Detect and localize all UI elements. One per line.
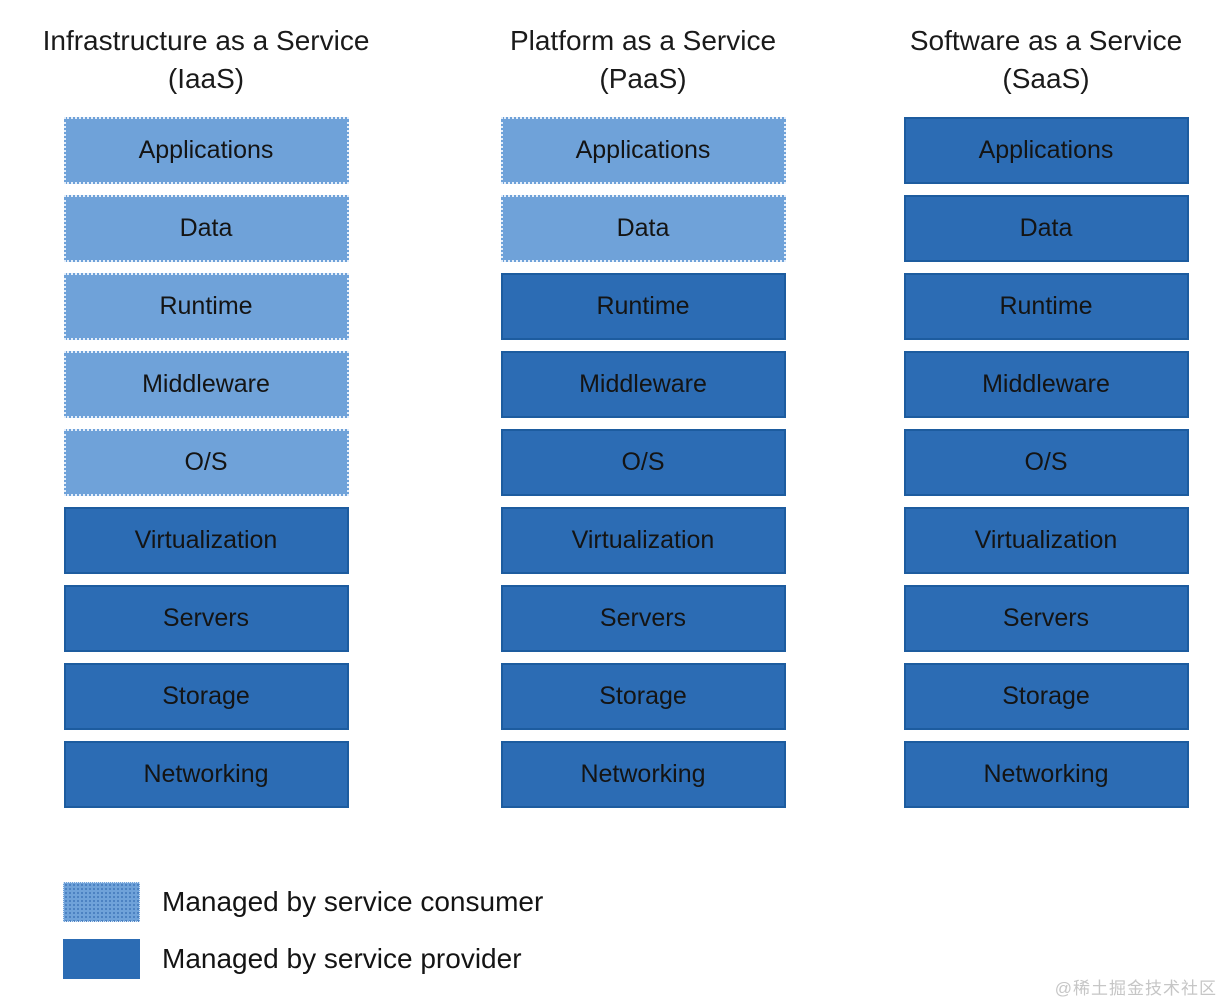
layer-box: Storage — [903, 663, 1189, 730]
legend-row-provider: Managed by service provider — [63, 939, 543, 979]
column-title-line2: (SaaS) — [1002, 63, 1090, 94]
layer-box: Virtualization — [63, 507, 349, 574]
layer-box: Runtime — [903, 273, 1189, 340]
layer-box: Data — [903, 195, 1189, 262]
layer-box: Middleware — [903, 351, 1189, 418]
layer-box: Runtime — [500, 273, 786, 340]
layer-box: Applications — [63, 117, 349, 184]
legend-consumer-swatch — [63, 882, 140, 922]
layer-box: Data — [500, 195, 786, 262]
layer-box: Runtime — [63, 273, 349, 340]
layer-box: O/S — [63, 429, 349, 496]
column-title-iaas: Infrastructure as a Service (IaaS) — [16, 0, 396, 98]
column-title-line2: (PaaS) — [599, 63, 687, 94]
layer-box: Middleware — [500, 351, 786, 418]
column-title-line1: Software as a Service — [909, 25, 1183, 56]
column-paas: Platform as a Service (PaaS) Application… — [453, 0, 833, 819]
layer-box: Networking — [500, 741, 786, 808]
column-title-line1: Infrastructure as a Service — [42, 25, 370, 56]
layer-box: Middleware — [63, 351, 349, 418]
layer-box: Servers — [63, 585, 349, 652]
column-title-line2: (IaaS) — [167, 63, 245, 94]
legend-consumer-label: Managed by service consumer — [162, 886, 544, 917]
layer-box: Networking — [903, 741, 1189, 808]
layer-box: O/S — [500, 429, 786, 496]
legend-row-consumer: Managed by service consumer — [63, 882, 543, 922]
layer-box: Applications — [500, 117, 786, 184]
layer-box: Storage — [63, 663, 349, 730]
column-saas: Software as a Service (SaaS) Application… — [856, 0, 1226, 819]
layer-box: Virtualization — [903, 507, 1189, 574]
column-title-saas: Software as a Service (SaaS) — [856, 0, 1226, 98]
legend-provider-swatch — [63, 939, 140, 979]
layer-box: O/S — [903, 429, 1189, 496]
column-title-paas: Platform as a Service (PaaS) — [453, 0, 833, 98]
layer-stack-iaas: Applications Data Runtime Middleware O/S… — [63, 117, 349, 808]
layer-box: Virtualization — [500, 507, 786, 574]
watermark: @稀土掘金技术社区 — [1054, 979, 1217, 998]
layer-box: Applications — [903, 117, 1189, 184]
legend-provider-label: Managed by service provider — [162, 943, 522, 974]
layer-stack-saas: Applications Data Runtime Middleware O/S… — [903, 117, 1189, 808]
column-iaas: Infrastructure as a Service (IaaS) Appli… — [16, 0, 396, 819]
layer-box: Data — [63, 195, 349, 262]
layer-box: Storage — [500, 663, 786, 730]
layer-box: Servers — [903, 585, 1189, 652]
column-title-line1: Platform as a Service — [509, 25, 777, 56]
legend: Managed by service consumer Managed by s… — [63, 882, 543, 996]
layer-box: Networking — [63, 741, 349, 808]
layer-stack-paas: Applications Data Runtime Middleware O/S… — [500, 117, 786, 808]
layer-box: Servers — [500, 585, 786, 652]
